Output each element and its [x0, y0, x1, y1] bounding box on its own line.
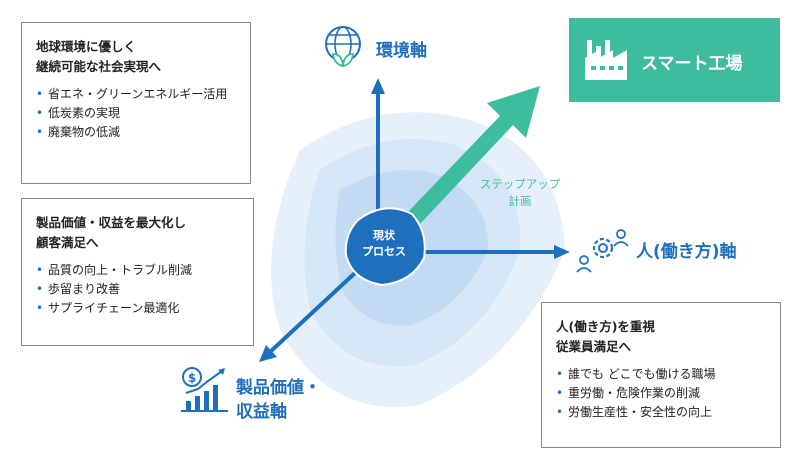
- current-process-label: 現状 プロセス: [362, 229, 406, 258]
- callout-title: 製品価値・収益を最大化し: [36, 215, 187, 230]
- product-callout: 製品価値・収益を最大化し 顧客満足へ 品質の向上・トラブル削減 歩留まり改善 サ…: [21, 198, 254, 346]
- callout-title: 地球環境に優しく: [36, 39, 137, 54]
- environment-callout: 地球環境に優しく 継続可能な社会実現へ 省エネ・グリーンエネルギー活用 低炭素の…: [21, 22, 251, 184]
- callout-title: 従業員満足へ: [556, 339, 632, 354]
- worker-callout: 人(働き方)を重視 従業員満足へ 誰でも どこでも働ける職場 重労働・危険作業の…: [541, 302, 781, 448]
- list-item: サプライチェーン最適化: [36, 299, 239, 318]
- list-item: 労働生産性・安全性の向上: [556, 403, 766, 422]
- callout-title: 顧客満足へ: [36, 235, 99, 250]
- environment-axis-label: 環境軸: [376, 41, 427, 61]
- people-gear-icon: [576, 229, 629, 273]
- list-item: 廃棄物の低減: [36, 123, 236, 142]
- smart-factory-label: スマート工場: [641, 54, 743, 74]
- list-item: 低炭素の実現: [36, 104, 236, 123]
- list-item: 誰でも どこでも働ける職場: [556, 365, 766, 384]
- product-axis: [268, 270, 358, 354]
- factory-icon: [585, 40, 627, 80]
- environment-arrowhead: [371, 78, 385, 94]
- svg-text:$: $: [188, 371, 196, 385]
- callout-title: 人(働き方)を重視: [556, 319, 655, 334]
- list-item: 省エネ・グリーンエネルギー活用: [36, 85, 236, 104]
- product-arrowhead: [259, 345, 277, 362]
- product-axis-label: 製品価値・ 収益軸: [236, 376, 321, 424]
- step-up-arrow: [406, 86, 540, 224]
- globe-leaf-icon: [325, 26, 361, 68]
- list-item: 品質の向上・トラブル削減: [36, 261, 239, 280]
- worker-axis-label: 人(働き方)軸: [636, 242, 737, 262]
- callout-title: 継続可能な社会実現へ: [36, 59, 162, 74]
- current-process-shape: [344, 207, 426, 287]
- list-item: 歩留まり改善: [36, 280, 239, 299]
- product-axis-label-text: 製品価値・ 収益軸: [236, 378, 321, 422]
- dollar-growth-chart-icon: $: [181, 367, 228, 412]
- worker-arrowhead: [554, 245, 570, 259]
- smart-factory-box: スマート工場: [569, 18, 780, 102]
- list-item: 重労働・危険作業の削減: [556, 384, 766, 403]
- step-up-plan-label: ステップアップ 計画: [479, 177, 561, 208]
